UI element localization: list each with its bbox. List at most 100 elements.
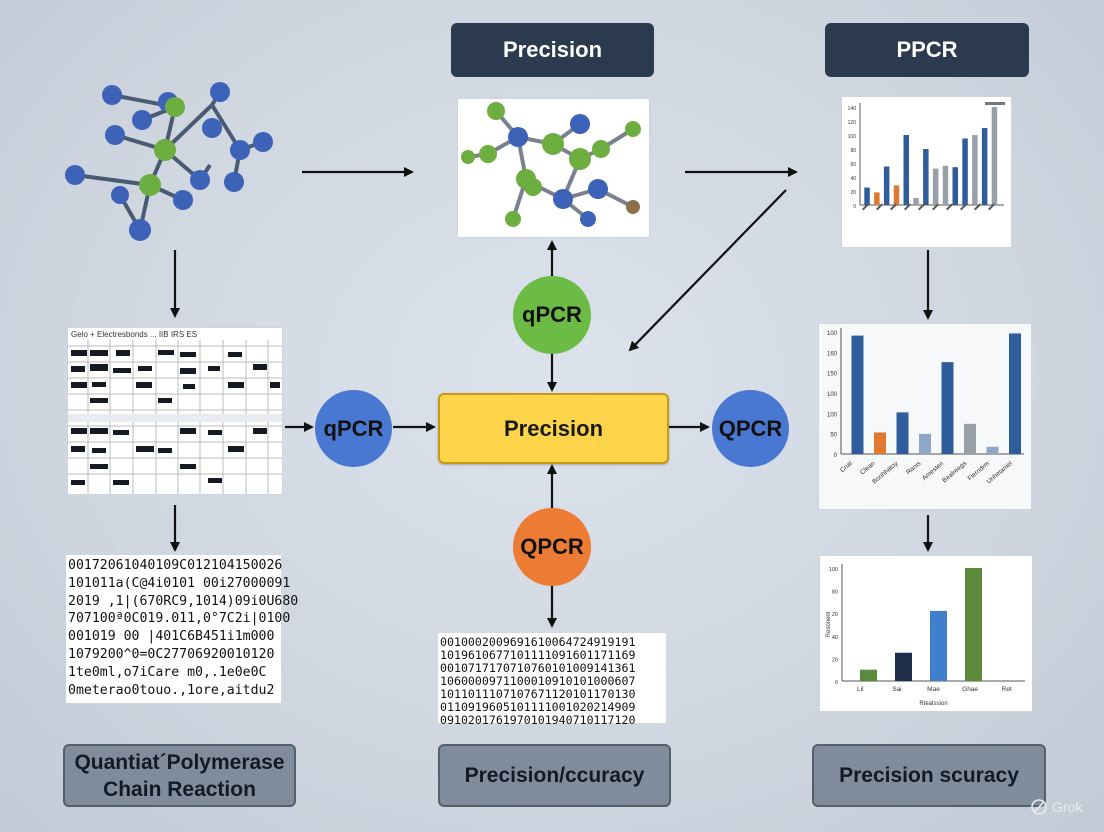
bar [1009, 333, 1021, 454]
x-tick-label: Bealreegs [941, 460, 968, 485]
bar [893, 185, 900, 205]
x-tick-mark [904, 203, 912, 211]
x-tick-label: Ret [1002, 686, 1012, 693]
binary-line: 0010002009691610064724919191 [440, 635, 636, 649]
y-tick-label: 140 [848, 106, 857, 112]
y-axis-label: Resonent [826, 611, 832, 637]
bar [932, 168, 939, 205]
x-tick-label: Ghae [962, 686, 978, 693]
gel-header: Gelo + Electresbonds ... IIB IRS ES [71, 330, 197, 339]
qpcr-circle-top: qPCR [513, 276, 591, 354]
bar [919, 433, 931, 454]
bar [965, 568, 982, 681]
bar [972, 135, 978, 205]
molecule-panel-middle [457, 98, 650, 238]
header-precision: Precision [451, 23, 654, 77]
x-tick-mark [918, 203, 926, 211]
bar [986, 446, 999, 454]
binary-line: 1060000971100010910101000607 [440, 673, 636, 688]
x-tick-mark [890, 203, 898, 211]
qpcr-circle-right: QPCR [712, 390, 789, 467]
y-tick-label: 20 [832, 612, 838, 618]
bar [913, 198, 919, 205]
bar [981, 128, 988, 205]
binary-line: 101011a(C@4i0101 00i27000091 [68, 575, 291, 591]
gel-panel: Gelo + Electresbonds ... IIB IRS ES [67, 327, 283, 495]
bar [883, 166, 890, 205]
binary-data-left: 00172061040109C012104150026 101011a(C@4i0… [66, 555, 299, 703]
binary-line: 0meterao0touo.,1ore,aitdu2 [68, 682, 275, 698]
qpcr-circle-bottom: QPCR [513, 508, 591, 586]
binary-line: 1019610677101111091601171169 [440, 647, 636, 662]
footer-left-line1: Quantiat´Polymerase [74, 750, 285, 774]
bar [923, 149, 929, 205]
y-tick-label: 80 [832, 590, 838, 596]
bar [991, 107, 998, 205]
x-tick-label: Mae [927, 686, 940, 693]
bar [930, 610, 947, 681]
x-tick-mark [973, 203, 982, 211]
y-tick-label: 0 [834, 453, 838, 459]
x-tick-label: Ranis [905, 460, 923, 477]
molecule-icon-left [65, 82, 273, 241]
bar [896, 412, 909, 454]
binary-line: 2019 ,1|(670RC9,1014)09i0U680 [68, 593, 299, 609]
bar [942, 165, 949, 205]
y-tick-label: 100 [827, 331, 838, 337]
binary-line: 1079200^0=0C27706920010120 [68, 646, 275, 662]
y-tick-label: 40 [832, 635, 838, 641]
bar [952, 167, 958, 205]
binary-line: 001019 00 |401C6B451i1m000 [68, 629, 275, 645]
footer-precision-scuracy-box: Precision scuracy [812, 744, 1046, 807]
y-tick-label: 80 [850, 148, 856, 154]
binary-line: 1011011107107671120101170130 [440, 686, 636, 701]
binary-line: 0910201761970101940710117120 [440, 712, 636, 727]
y-tick-label: 20 [850, 190, 856, 196]
y-tick-label: 0 [853, 204, 856, 210]
y-tick-label: 150 [827, 372, 838, 378]
grok-watermark: Grok [1030, 798, 1082, 816]
y-tick-label: 120 [848, 120, 857, 126]
y-tick-label: 20 [832, 657, 838, 663]
footer-qpcr-box: Quantiat´Polymerase Chain Reaction [63, 744, 296, 807]
y-tick-label: 0 [835, 680, 838, 686]
watermark-text: Grok [1052, 799, 1083, 815]
x-tick-label: Bonhhatoy [871, 460, 900, 486]
x-tick-mark [862, 203, 870, 211]
y-tick-label: 100 [827, 412, 838, 418]
molecule-icon-middle [461, 102, 641, 227]
x-tick-mark [875, 203, 884, 211]
y-tick-label: 40 [850, 176, 856, 182]
bar [962, 138, 968, 205]
center-precision-box: Precision [438, 393, 669, 464]
y-tick-label: 100 [829, 567, 838, 573]
gel-electrophoresis-image: Gelo + Electresbonds ... IIB IRS ES [68, 330, 282, 494]
x-tick-mark [932, 203, 940, 211]
footer-precision-accuracy-box: Precision/ccuracy [438, 744, 671, 807]
y-tick-label: 50 [830, 433, 837, 439]
x-axis-label: Rteatssion [919, 701, 947, 707]
binary-line: 707100ª0C019.011,0°7C2i|0100 [68, 611, 291, 627]
arrow-chart-to-center [628, 189, 787, 352]
header-ppcr: PPCR [825, 23, 1029, 77]
bar [860, 669, 877, 681]
y-tick-label: 160 [827, 351, 838, 357]
y-tick-label: 100 [848, 134, 857, 140]
bar [851, 335, 864, 454]
bar [964, 423, 976, 454]
binary-line: 0110919605101111001020214909 [440, 699, 636, 714]
footer-left-line2: Chain Reaction [103, 777, 256, 801]
legend-swatch [985, 102, 1005, 105]
binary-line: 00172061040109C012104150026 [68, 558, 283, 573]
bar [895, 652, 912, 681]
x-tick-label: Lil [857, 686, 864, 693]
x-tick-mark [988, 203, 996, 211]
binary-line: 1te0ml,o7iCare m0,.1e0e0C [68, 664, 267, 680]
